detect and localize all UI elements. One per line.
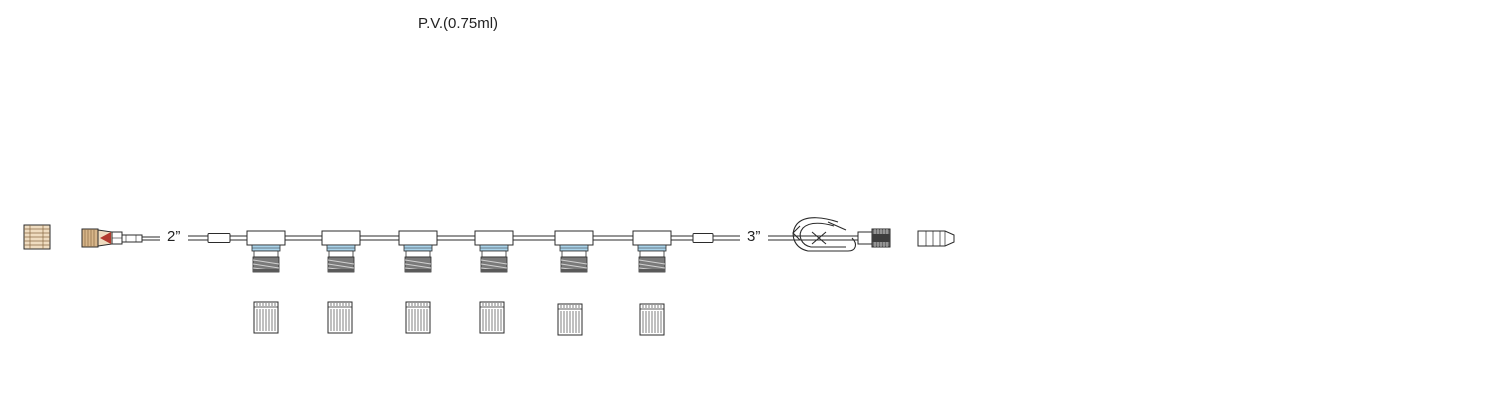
priming-volume-label: P.V.(0.75ml) bbox=[418, 15, 499, 32]
port-cap-icon bbox=[253, 301, 279, 334]
needleless-port-icon bbox=[321, 230, 361, 273]
port-cap-icon bbox=[479, 301, 505, 334]
port-cap-icon bbox=[405, 301, 431, 334]
port-cap-icon bbox=[557, 303, 583, 336]
needleless-port-icon bbox=[246, 230, 286, 273]
port-cap-icon bbox=[327, 301, 353, 334]
segment-length-label-3in: 3” bbox=[747, 228, 761, 245]
female-luer-connector-icon bbox=[857, 228, 891, 248]
needleless-port-icon bbox=[554, 230, 594, 273]
needleless-port-icon bbox=[632, 230, 672, 273]
pinch-clamp-icon bbox=[792, 217, 857, 252]
tube-sleeve-right bbox=[692, 233, 714, 243]
end-cap-icon bbox=[23, 224, 51, 250]
needleless-port-icon bbox=[474, 230, 514, 273]
vented-cap-icon bbox=[917, 230, 955, 247]
tube-sleeve-left bbox=[207, 233, 231, 243]
segment-length-label-2in: 2” bbox=[167, 228, 181, 245]
male-luer-connector-icon bbox=[81, 228, 143, 248]
port-cap-icon bbox=[639, 303, 665, 336]
needleless-port-icon bbox=[398, 230, 438, 273]
